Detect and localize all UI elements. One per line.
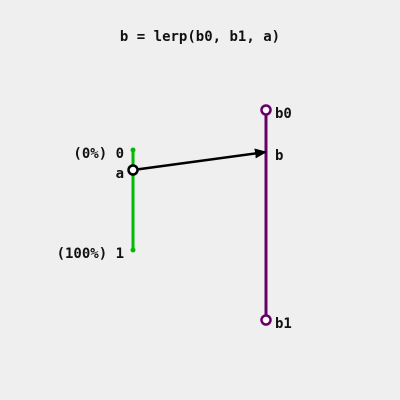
input-point-a-handle[interactable] — [127, 164, 139, 176]
input-axis-bottom-label: (100%) 1 — [57, 246, 124, 262]
mapping-arrow — [132, 148, 267, 172]
input-axis-bottom-endpoint — [130, 247, 136, 253]
output-axis-bottom-handle[interactable] — [260, 314, 272, 326]
output-axis-bottom-label: b1 — [275, 316, 292, 332]
input-axis-top-label: (0%) 0 — [73, 146, 124, 162]
output-point-label: b — [275, 148, 283, 164]
input-axis-top-endpoint — [130, 147, 136, 153]
output-axis-top-label: b0 — [275, 106, 292, 122]
formula-title: b = lerp(b0, b1, a) — [120, 29, 280, 45]
input-point-label: a — [116, 166, 124, 182]
output-axis-top-handle[interactable] — [260, 104, 272, 116]
